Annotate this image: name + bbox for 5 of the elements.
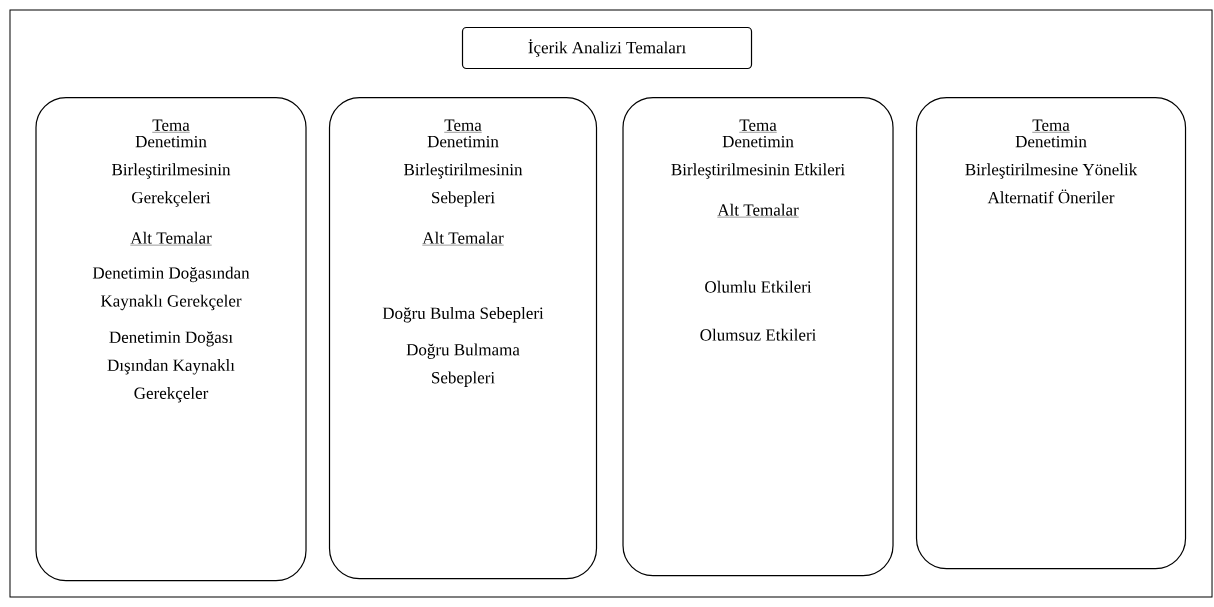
theme-box: Tema Denetimin Birleştirilmesinin Gerekçeleri Alt Temalar Denetimin Doğasından Kaynaklı Gerekçeler Denetimin Doğası Dışından Kaynaklı Gerekçeler [35,97,307,582]
theme-box: Tema Denetimin Birleştirilmesinin Sebepleri Alt Temalar Doğru Bulma Sebepleri Doğru Bulmama Sebepleri [328,97,598,580]
title-box: İçerik Analizi Temaları [461,26,753,70]
theme-box: Tema Denetimin Birleştirilmesinin Etkileri Alt Temalar Olumlu Etkileri Olumsuz Etkileri [622,97,894,577]
theme-box: Tema Denetimin Birleştirilmesine Yönelik Alternatif Öneriler [915,97,1187,570]
